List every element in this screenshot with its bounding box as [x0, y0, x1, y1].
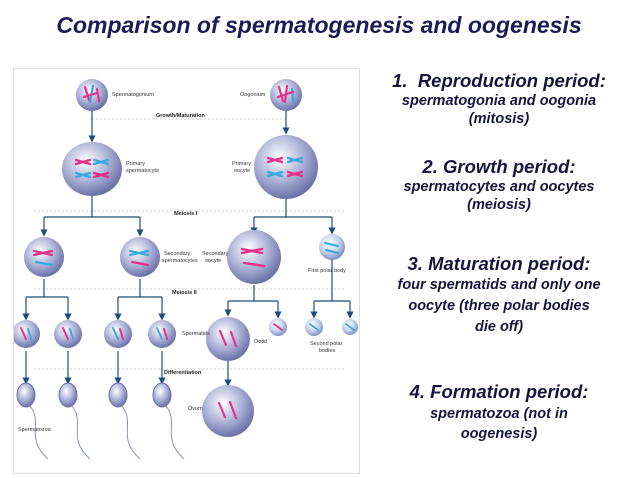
label-meiosis-1: Meiosis I — [174, 211, 198, 217]
period-4: 4. Formation period: spermatozoa (not in… — [362, 380, 636, 444]
primary-spermatocyte-cell — [62, 142, 122, 196]
ootid-cell — [206, 317, 250, 361]
label-secondary-spermatocytes-1: Secondary — [164, 251, 191, 257]
label-differentiation: Differentiation — [164, 370, 202, 376]
label-secondary-spermatocytes-2: spermatocytes — [162, 258, 198, 264]
period-1-line1: spermatogonia and oogonia — [401, 93, 597, 109]
period-4-line1: spermatozoa (not in — [430, 406, 568, 422]
label-primary-spermatocyte-1: Primary — [126, 161, 145, 167]
secondary-oocyte-cell — [227, 230, 281, 284]
period-4-line2: oogenesis) — [460, 426, 538, 442]
first-polar-body-cell — [319, 234, 345, 260]
period-1: 1. Reproduction period: spermatogonia an… — [362, 70, 636, 128]
second-polar-body-cell — [342, 319, 358, 335]
period-1-title: Reproduction period: — [417, 70, 606, 91]
connector-lines — [22, 111, 354, 387]
spermatozoon — [108, 382, 141, 460]
label-ootid: Ootid — [254, 339, 267, 345]
period-3-line1: four spermatids and only one — [397, 277, 601, 293]
spermatid-cell — [148, 320, 176, 348]
label-secondary-oocyte-2: oocyte — [205, 258, 221, 264]
section-dividers — [34, 118, 344, 370]
label-oogonium: Oogonium — [240, 92, 266, 98]
period-4-heading: 4. Formation period: — [409, 381, 589, 402]
secondary-spermatocyte-cell — [24, 237, 64, 277]
spermatozoon — [58, 382, 91, 460]
label-ovum: Ovum — [188, 406, 203, 412]
label-first-polar-body: First polar body — [308, 268, 346, 274]
period-1-number: 1. — [392, 70, 408, 91]
period-3-line2: oocyte (three polar bodies — [408, 298, 590, 314]
period-2-heading: 2. Growth period: — [422, 156, 576, 177]
period-3-heading: 3. Maturation period: — [407, 253, 591, 274]
label-spermatogonium: Spermatogonium — [112, 92, 154, 98]
spermatid-cell — [14, 320, 40, 348]
spermatozoon — [16, 382, 49, 460]
label-secondary-oocyte-1: Secondary — [202, 251, 229, 257]
period-2-line1: spermatocytes and oocytes — [403, 179, 595, 195]
spermatid-cell — [54, 320, 82, 348]
second-polar-body-cell — [269, 318, 287, 336]
oogonium-cell — [270, 79, 302, 111]
label-meiosis-2: Meiosis II — [172, 290, 197, 296]
label-spermatids: Spermatids — [182, 331, 210, 337]
secondary-spermatocyte-cell — [120, 237, 160, 277]
ovum-cell — [202, 385, 254, 437]
second-polar-body-cell — [305, 318, 323, 336]
label-primary-oocyte-1: Primary — [232, 161, 251, 167]
primary-oocyte-cell — [254, 135, 318, 199]
spermatozoon — [152, 382, 185, 460]
spermatogonium-cell — [76, 79, 108, 111]
label-primary-spermatocyte-2: spermatocyte — [126, 168, 159, 174]
label-spermatozoa: Spermatozoa — [18, 427, 52, 433]
label-second-polar-2: bodies — [319, 348, 335, 354]
label-second-polar-1: Second polar — [310, 341, 343, 347]
label-growth-maturation: Growth/Maturation — [156, 113, 206, 119]
gametogenesis-diagram: Spermatogonium Oogonium Growth/Maturatio… — [13, 68, 360, 474]
period-2: 2. Growth period: spermatocytes and oocy… — [362, 156, 636, 214]
period-3-line3: die off) — [474, 319, 524, 335]
period-3: 3. Maturation period: four spermatids an… — [362, 253, 636, 338]
label-primary-oocyte-2: oocyte — [234, 168, 250, 174]
spermatid-cell — [104, 320, 132, 348]
period-2-line2: (meiosis) — [467, 197, 531, 213]
slide-title: Comparison of spermatogenesis and oogene… — [56, 12, 582, 38]
period-1-line2: (mitosis) — [468, 111, 530, 127]
period-1-heading: 1. Reproduction period: — [362, 70, 636, 92]
